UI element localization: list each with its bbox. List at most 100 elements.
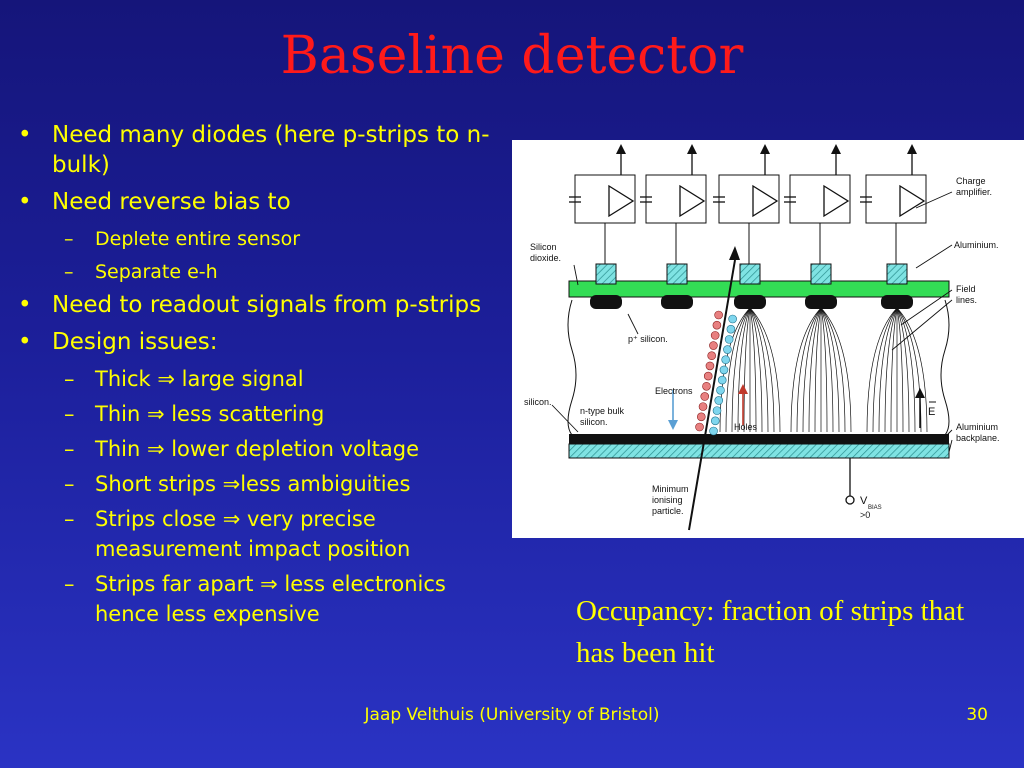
- hole-icon: [709, 341, 718, 350]
- sub-bullet-text: Short strips ⇒less ambiguities: [95, 472, 411, 496]
- aluminium-pad: [886, 263, 908, 285]
- hole-icon: [702, 381, 711, 391]
- field-line: [749, 307, 757, 433]
- dash-icon: –: [64, 402, 75, 426]
- p-silicon-strip: [881, 295, 913, 309]
- sub-bullet-item: –Separate e-h: [18, 257, 498, 287]
- field-lines: [719, 307, 928, 433]
- bullet-dot-icon: •: [18, 122, 32, 148]
- aluminium-pad: [810, 263, 832, 285]
- bullet-dot-icon: •: [18, 329, 32, 355]
- footer-author: Jaap Velthuis (University of Bristol): [364, 705, 660, 725]
- dash-icon: –: [64, 572, 75, 596]
- p-silicon-strip: [734, 295, 766, 309]
- field-line: [802, 307, 822, 433]
- field-line: [737, 307, 751, 433]
- bias-terminal-icon: [845, 495, 855, 505]
- slide-title: Baseline detector: [280, 26, 744, 86]
- label-field-lines: lines.: [956, 295, 977, 305]
- electron-icon: [728, 314, 737, 324]
- field-line: [808, 307, 822, 433]
- label-aluminium: Aluminium.: [954, 240, 999, 250]
- field-line: [884, 307, 898, 433]
- label-field-lines: Field: [956, 284, 976, 294]
- dash-icon: –: [64, 472, 75, 496]
- sub-bullet-item: –Thin ⇒ less scattering: [18, 399, 498, 429]
- dash-icon: –: [64, 437, 75, 461]
- field-line: [820, 307, 846, 433]
- electron-icon: [710, 416, 720, 426]
- field-line: [749, 307, 769, 433]
- sensor-edge-left: [567, 299, 577, 436]
- field-line: [749, 307, 781, 433]
- sensor-edge-right: [940, 299, 950, 436]
- electron-icon: [712, 406, 722, 415]
- field-line: [749, 307, 775, 433]
- amp-output-arrow-icon: [687, 144, 697, 154]
- label-silicon-dioxide: Silicon: [530, 242, 557, 252]
- particle-track: [688, 259, 736, 531]
- label-p-silicon: p⁺ silicon.: [628, 334, 668, 344]
- label-silicon: silicon.: [524, 397, 552, 407]
- p-silicon-strip: [661, 295, 693, 309]
- field-line: [790, 307, 822, 433]
- bullet-item: •Design issues:: [18, 327, 498, 357]
- electron-icon: [716, 385, 725, 395]
- field-line: [878, 307, 898, 433]
- electron-icon: [724, 335, 734, 344]
- dash-icon: –: [64, 507, 75, 531]
- sub-bullet-item: –Deplete entire sensor: [18, 224, 498, 254]
- label-silicon-dioxide: dioxide.: [530, 253, 561, 263]
- hole-icon: [696, 412, 706, 422]
- sub-bullet-text: Separate e-h: [95, 261, 218, 283]
- field-line: [796, 307, 822, 433]
- sub-bullet-text: Strips far apart ⇒ less electronics henc…: [95, 572, 446, 626]
- sub-bullet-item: –Short strips ⇒less ambiguities: [18, 469, 498, 499]
- label-mip: ionising: [652, 495, 683, 505]
- field-line: [890, 307, 898, 433]
- page-number: 30: [966, 705, 988, 725]
- electron-icon: [717, 375, 727, 385]
- electron-icon: [709, 426, 718, 436]
- label-charge-amplifier: Charge: [956, 176, 986, 186]
- bullet-list: •Need many diodes (here p-strips to n-bu…: [18, 120, 498, 634]
- field-line: [725, 307, 751, 433]
- field-line: [749, 307, 763, 433]
- particle-arrow-icon: [729, 246, 740, 260]
- amp-output-arrow-icon: [831, 144, 841, 154]
- amp-output-arrow-icon: [907, 144, 917, 154]
- field-line: [820, 307, 834, 433]
- electron-icon: [719, 365, 729, 375]
- bullet-dot-icon: •: [18, 189, 32, 215]
- aluminium-pad: [666, 263, 688, 285]
- hole-icon: [698, 402, 708, 411]
- label-mip: particle.: [652, 506, 684, 516]
- label-backplane: Aluminium: [956, 422, 998, 432]
- electron-icon: [714, 396, 724, 405]
- label-mip: Minimum: [652, 484, 689, 494]
- aluminium-backplane: [569, 434, 949, 444]
- e-field-arrow-icon: [915, 388, 925, 398]
- field-line: [896, 307, 904, 433]
- backplane-substrate: [568, 443, 950, 459]
- sub-bullet-item: –Strips close ⇒ very precise measurement…: [18, 504, 498, 564]
- field-line: [866, 307, 898, 433]
- p-strips: [590, 263, 913, 309]
- amplifier-icon: [823, 184, 850, 218]
- amplifier-icon: [899, 184, 926, 218]
- hole-icon: [695, 422, 704, 432]
- aluminium-pad: [739, 263, 761, 285]
- hole-icon: [705, 361, 715, 371]
- field-line: [896, 307, 928, 433]
- sub-bullet-text: Deplete entire sensor: [95, 228, 301, 250]
- amp-output-arrow-icon: [616, 144, 626, 154]
- field-line: [820, 307, 852, 433]
- charge-amplifiers: [569, 144, 927, 264]
- leader-lines: [551, 191, 953, 453]
- label-vbias: V: [860, 495, 868, 507]
- figure-labels: Charge amplifier. Silicon dioxide. Alumi…: [524, 176, 1000, 520]
- label-electrons: Electrons: [655, 386, 693, 396]
- label-e-field: E: [928, 406, 935, 418]
- electron-icon: [726, 324, 736, 334]
- sub-bullet-text: Thin ⇒ lower depletion voltage: [95, 437, 420, 461]
